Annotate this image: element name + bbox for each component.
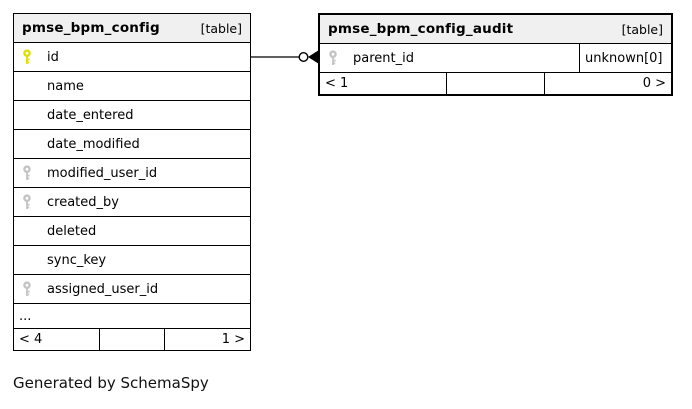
table-pmse-bpm-config-audit[interactable]: pmse_bpm_config_audit [table] parent_id … [318, 13, 673, 96]
column-row-name: name [14, 71, 250, 100]
more-columns-ellipsis: ... [14, 303, 250, 328]
footer-middle-cell [446, 73, 545, 94]
column-name: name [47, 78, 84, 94]
column-name: date_modified [47, 136, 140, 152]
column-name: id [47, 49, 59, 65]
column-row-sync-key: sync_key [14, 245, 250, 274]
table-footer: < 1 0 > [320, 72, 671, 94]
foreign-key-icon [14, 281, 47, 297]
column-row-date-modified: date_modified [14, 129, 250, 158]
column-row-date-entered: date_entered [14, 100, 250, 129]
table-pmse-bpm-config[interactable]: pmse_bpm_config [table] id name date_ent… [13, 13, 251, 351]
related-count-right: 0 > [642, 76, 666, 91]
foreign-key-icon [320, 50, 353, 66]
table-type-label: [table] [621, 21, 663, 37]
table-header[interactable]: pmse_bpm_config_audit [table] [320, 15, 671, 43]
footer-middle-cell [98, 329, 166, 350]
key-placeholder [14, 136, 47, 152]
column-row-parent-id: parent_id unknown[0] [320, 43, 671, 72]
column-row-modified-user-id: modified_user_id [14, 158, 250, 187]
column-annotation: unknown[0] [579, 44, 671, 72]
related-count-right: 1 > [221, 332, 245, 347]
table-footer: < 4 1 > [14, 328, 250, 350]
column-name: created_by [47, 194, 119, 210]
key-placeholder [14, 223, 47, 239]
foreign-key-icon [14, 165, 47, 181]
foreign-key-icon [14, 194, 47, 210]
table-name[interactable]: pmse_bpm_config [22, 20, 160, 36]
zero-or-one-circle [298, 51, 309, 63]
table-type-label: [table] [200, 20, 242, 36]
column-row-deleted: deleted [14, 216, 250, 245]
related-count-left: < 1 [325, 76, 349, 91]
column-name: parent_id [353, 50, 414, 66]
column-name: deleted [47, 223, 97, 239]
related-count-left: < 4 [19, 332, 43, 347]
key-placeholder [14, 107, 47, 123]
column-name: date_entered [47, 107, 134, 123]
relationship-connector [251, 50, 319, 64]
column-name: assigned_user_id [47, 281, 159, 297]
key-placeholder [14, 78, 47, 94]
generated-by-caption: Generated by SchemaSpy [13, 374, 209, 392]
column-row-assigned-user-id: assigned_user_id [14, 274, 250, 303]
key-placeholder [14, 252, 47, 268]
column-row-id: id [14, 42, 250, 71]
column-name: modified_user_id [47, 165, 158, 181]
crows-foot-many-end [308, 50, 319, 64]
table-name[interactable]: pmse_bpm_config_audit [328, 21, 514, 37]
column-name: sync_key [47, 252, 107, 268]
primary-key-icon [14, 49, 47, 65]
table-header[interactable]: pmse_bpm_config [table] [14, 14, 250, 42]
column-row-created-by: created_by [14, 187, 250, 216]
